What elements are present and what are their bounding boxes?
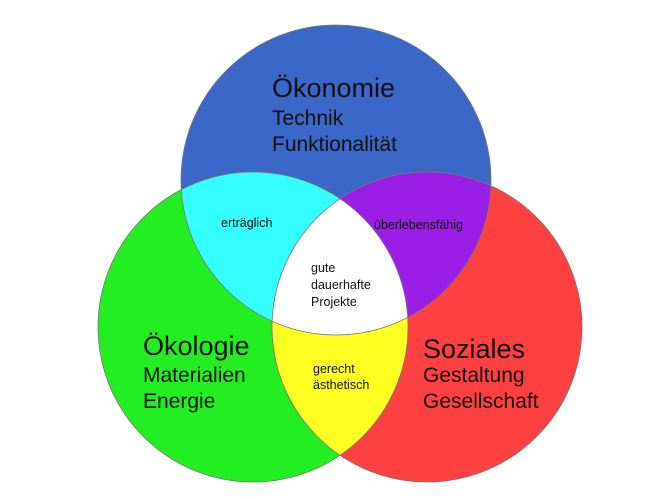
oekonomie-line-1: Technik xyxy=(272,107,344,130)
overlap-label-aesthetisch: ästhetisch xyxy=(313,378,370,392)
overlap-label-ueberlebensfaehig: überlebensfähig xyxy=(374,218,463,232)
overlap-label-gerecht: gerecht xyxy=(313,362,355,376)
center-label-dauerhafte: dauerhafte xyxy=(311,278,371,292)
soziales-line-2: Gesellschaft xyxy=(423,390,539,413)
oekologie-title: Ökologie xyxy=(143,331,250,361)
overlap-center xyxy=(272,172,408,335)
overlap-label-ertraeglich: erträglich xyxy=(221,216,273,230)
oekonomie-title: Ökonomie xyxy=(272,73,396,103)
oekologie-line-1: Materialien xyxy=(143,364,246,387)
oekologie-line-2: Energie xyxy=(143,390,216,413)
oekonomie-line-2: Funktionalität xyxy=(272,133,397,156)
center-label-projekte: Projekte xyxy=(311,295,357,309)
outline-right xyxy=(271,171,583,483)
outline-left xyxy=(97,171,409,483)
center-label-gute: gute xyxy=(311,261,336,275)
soziales-line-1: Gestaltung xyxy=(423,364,525,387)
soziales-title: Soziales xyxy=(423,334,526,364)
outline-top xyxy=(180,24,492,336)
